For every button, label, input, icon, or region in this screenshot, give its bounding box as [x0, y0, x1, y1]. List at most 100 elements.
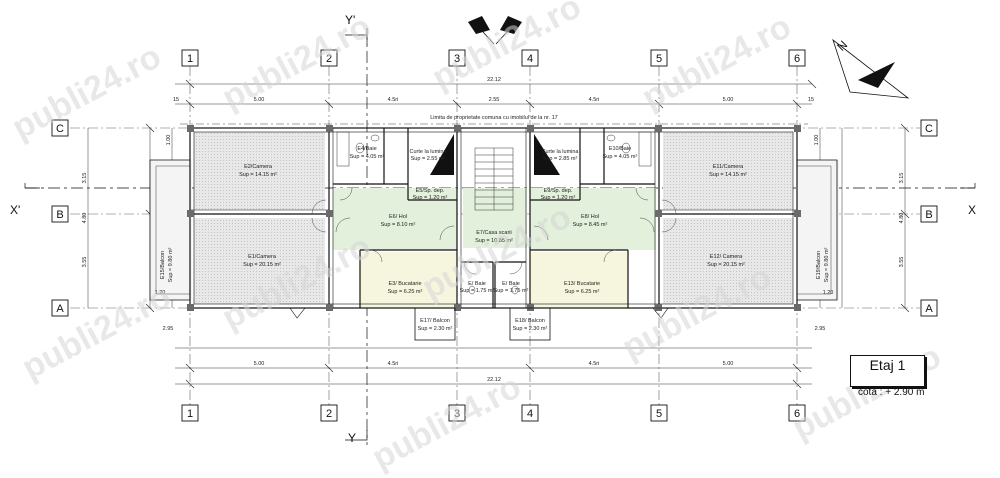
dim-left-1: 3.15	[82, 173, 88, 184]
watermark-3: publi24.ro	[426, 0, 587, 97]
watermark-10: publi24.ro	[366, 367, 527, 477]
dim-top-5: 5.00	[723, 97, 734, 103]
room-area-lightwell-right: Sup = 2.85 m²	[543, 156, 578, 162]
axis-label-c-right: C	[925, 123, 933, 135]
room-area-e11: Sup = 14.15 m²	[709, 172, 747, 178]
dim-left-3: 3.55	[82, 257, 88, 268]
room-area-e6: Sup = 8.10 m²	[381, 222, 416, 228]
walls	[189, 127, 798, 309]
dim-right-6: 2.95	[815, 326, 826, 332]
dim-right-5: 1.00	[814, 135, 820, 146]
floor-elevation: cota : + 2.90 m	[858, 387, 925, 398]
section-label-x-left: X'	[10, 203, 20, 217]
dim-top-3: 2.55	[489, 97, 500, 103]
axis-label-5-bottom: 5	[656, 408, 662, 420]
dim-right-4: 1.20	[823, 290, 834, 296]
room-area-bath-right: Sup = 1.75 m²	[494, 288, 529, 294]
room-area-e4: Sup = 4.05 m²	[350, 154, 385, 160]
room-code-e13: E13/ Bucatarie	[564, 281, 600, 287]
room-area-e1: Sup = 20.15 m²	[243, 262, 281, 268]
room-code-e17: E17/ Balcon	[420, 318, 450, 324]
axis-label-b-left: B	[56, 209, 63, 221]
room-code-e3: E3/ Bucatarie	[388, 281, 421, 287]
room-code-lightwell-right: Curte la lumina	[542, 149, 580, 155]
room-code-lightwell-left: Curte la lumina	[410, 149, 448, 155]
room-area-e15: Sup = 9.80 m²	[168, 247, 174, 282]
room-area-e9: Sup = 1.20 m²	[541, 195, 576, 201]
room-area-lightwell-left: Sup = 2.55 m²	[411, 156, 446, 162]
axis-labels-letters: C B A C B A	[56, 123, 933, 315]
room-code-e4: E4/Baie	[357, 146, 376, 152]
room-area-bath-left: Sup = 1.75 m²	[460, 288, 495, 294]
watermark-2: publi24.ro	[216, 7, 377, 117]
room-area-e12: Sup = 20.15 m²	[707, 262, 745, 268]
axis-label-2-bottom: 2	[326, 408, 332, 420]
room-code-bath-right: E/ Baie	[502, 281, 520, 287]
dim-bottom-4: 5.00	[723, 361, 734, 367]
room-area-e3: Sup = 6.25 m²	[388, 289, 423, 295]
room-area-e17: Sup = 2.30 m²	[418, 326, 453, 332]
room-code-e1: E1/Camera	[248, 254, 277, 260]
side-dimension-labels: 3.15 4.80 3.55 1.20 1.00 2.95 3.15 4.80 …	[82, 135, 905, 332]
room-code-e2: E2/Camera	[244, 164, 273, 170]
dim-top-2: 4.5ri	[388, 97, 399, 103]
north-arrow: N	[832, 38, 910, 99]
dim-right-3: 3.55	[899, 257, 905, 268]
dim-left-4: 1.20	[155, 290, 166, 296]
axis-label-a-right: A	[925, 303, 933, 315]
room-code-e7: E7/Casa scarii	[476, 230, 511, 236]
dim-left-2: 4.80	[82, 213, 88, 224]
axis-label-4: 4	[527, 53, 533, 65]
room-code-e6: E6/ Hol	[389, 214, 407, 220]
room-area-e10: Sup = 4.05 m²	[603, 154, 638, 160]
axis-label-a-left: A	[56, 303, 64, 315]
axis-label-1-bottom: 1	[187, 408, 193, 420]
axis-label-2: 2	[326, 53, 332, 65]
room-labels: E2/Camera Sup = 14.15 m² E1/Camera Sup =…	[160, 146, 830, 332]
staircase	[474, 147, 514, 211]
balconies	[149, 159, 838, 341]
axis-label-b-right: B	[925, 209, 932, 221]
bathroom-fixtures	[336, 131, 652, 295]
dim-bottom-3: 4.5ri	[589, 361, 600, 367]
room-area-e18: Sup = 2.30 m²	[513, 326, 548, 332]
dim-bottom-2: 4.5ri	[388, 361, 399, 367]
dim-top-4: 4.5ri	[589, 97, 600, 103]
dim-top-edge-right: 15	[808, 97, 814, 103]
dim-right-1: 3.15	[899, 173, 905, 184]
top-dimension-labels: 22.12 5.00 4.5ri 2.55 4.5ri 5.00 15 15	[173, 77, 814, 103]
columns	[187, 125, 801, 311]
axis-labels-top: 1 2 3 4 5 6	[187, 53, 800, 65]
room-code-e19: E19/Balcon	[816, 251, 822, 279]
room-code-e11: E11/Camera	[713, 164, 744, 170]
room-code-e18: E18/ Balcon	[515, 318, 545, 324]
dimension-lines	[87, 83, 906, 385]
room-area-e5: Sup = 1.20 m²	[413, 195, 448, 201]
dim-right-2: 4.80	[899, 213, 905, 224]
floor-title: Etaj 1	[869, 357, 906, 373]
room-area-e13: Sup = 6.25 m²	[565, 289, 600, 295]
watermark-1: publi24.ro	[6, 37, 167, 147]
room-area-e8: Sup = 8.45 m²	[573, 222, 608, 228]
dim-bottom-total: 22.12	[487, 377, 501, 383]
axis-label-3: 3	[454, 53, 460, 65]
dimension-ticks	[145, 79, 910, 389]
bottom-dimension-labels: 22.12 5.00 4.5ri 4.5ri 5.00	[254, 361, 734, 383]
dim-top-total: 22.12	[487, 77, 501, 83]
room-code-e10: E10/Baie	[609, 146, 631, 152]
axis-bubbles	[51, 49, 938, 422]
room-fills	[150, 132, 839, 308]
room-area-e19: Sup = 9.80 m²	[824, 247, 830, 282]
room-code-bath-left: E/ Baie	[468, 281, 486, 287]
title-box: Etaj 1	[850, 355, 925, 387]
dim-top-1: 5.00	[254, 97, 265, 103]
section-label-y-bottom: Y	[348, 431, 356, 445]
dim-top-edge-left: 15	[173, 97, 179, 103]
axis-label-6: 6	[794, 53, 800, 65]
room-code-e8: E8/ Hol	[581, 214, 599, 220]
axis-label-3-bottom: 3	[454, 408, 460, 420]
section-label-x-right: X	[968, 203, 976, 217]
dim-left-5: 1.00	[166, 135, 172, 146]
